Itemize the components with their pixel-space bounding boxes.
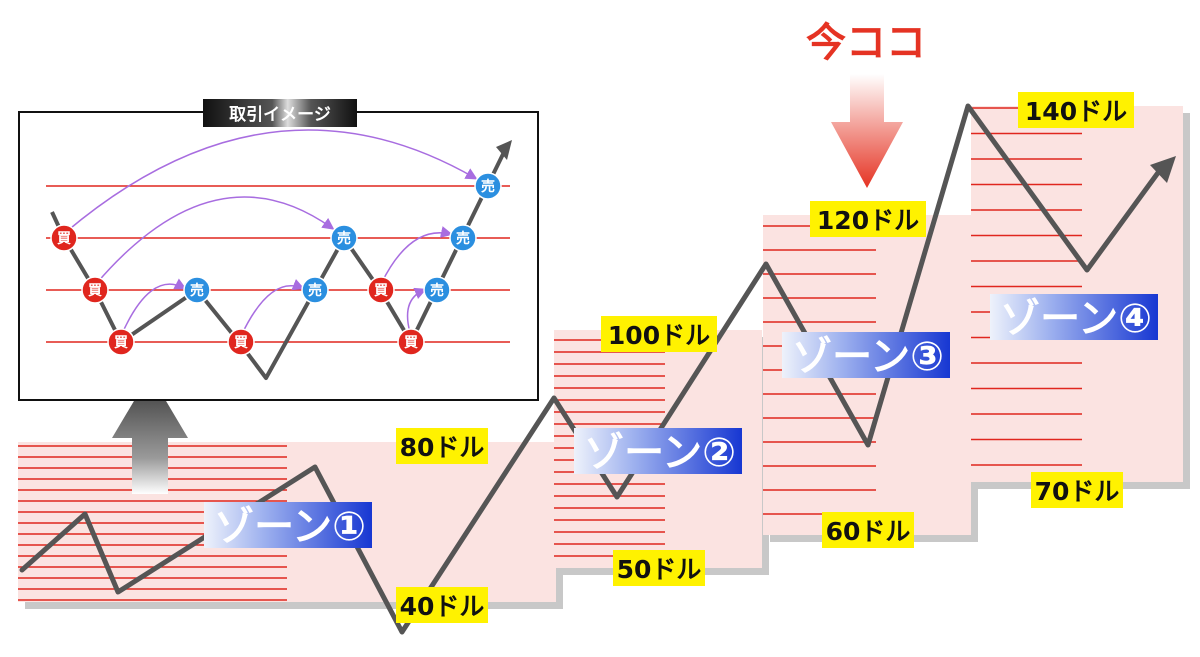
current-position-text: 今ココ <box>806 20 926 66</box>
zone-label-4-text: ゾーン④ <box>1000 296 1152 342</box>
zone-label-2: ゾーン② <box>574 428 742 476</box>
sell-badge: 売 <box>301 276 329 304</box>
zone-label-4: ゾーン④ <box>990 294 1158 342</box>
buy-badge-text: 買 <box>404 335 419 351</box>
zone-label-2-text: ゾーン② <box>584 430 736 476</box>
sell-badge-text: 売 <box>456 230 470 247</box>
trade-image-inset: 取引イメージ 買買買買買買売売売売売売 <box>18 99 539 401</box>
buy-badge-text: 買 <box>88 283 103 299</box>
zone-label-1-text: ゾーン① <box>214 504 366 550</box>
inset-title: 取引イメージ <box>203 99 357 127</box>
sell-badge: 売 <box>330 224 358 252</box>
inset-pointer-arrow <box>112 374 188 494</box>
price-label-80-text: 80ドル <box>400 433 485 462</box>
buy-badge: 買 <box>227 328 255 356</box>
price-label-120-text: 120ドル <box>817 206 919 235</box>
buy-badge-text: 買 <box>114 335 129 351</box>
price-label-50-text: 50ドル <box>617 555 702 584</box>
inset-title-text: 取引イメージ <box>229 105 331 125</box>
price-label-140: 140ドル <box>1018 92 1134 128</box>
sell-badge: 売 <box>449 224 477 252</box>
sell-badge: 売 <box>474 172 502 200</box>
price-label-100-text: 100ドル <box>608 321 710 350</box>
buy-badge: 買 <box>367 276 395 304</box>
zone-label-3: ゾーン③ <box>782 332 950 380</box>
price-label-140-text: 140ドル <box>1025 97 1127 126</box>
price-label-120: 120ドル <box>810 201 926 237</box>
price-label-60: 60ドル <box>822 512 914 548</box>
price-label-100: 100ドル <box>601 316 717 352</box>
price-label-40-text: 40ドル <box>400 592 485 621</box>
price-label-40: 40ドル <box>396 587 488 623</box>
inset-trade-badges: 買買買買買買売売売売売売 <box>50 172 502 356</box>
current-position-arrow <box>831 74 903 188</box>
sell-badge-text: 売 <box>337 230 351 247</box>
zone-label-1: ゾーン① <box>204 502 372 550</box>
sell-badge-text: 売 <box>481 178 495 195</box>
buy-badge: 買 <box>107 328 135 356</box>
buy-badge-text: 買 <box>234 335 249 351</box>
sell-badge-text: 売 <box>308 282 322 299</box>
buy-badge: 買 <box>50 224 78 252</box>
price-label-80: 80ドル <box>396 428 488 464</box>
sell-badge: 売 <box>423 276 451 304</box>
buy-badge-text: 買 <box>374 283 389 299</box>
sell-badge: 売 <box>183 276 211 304</box>
price-label-60-text: 60ドル <box>826 517 911 546</box>
buy-badge: 買 <box>397 328 425 356</box>
sell-badge-text: 売 <box>430 282 444 299</box>
buy-badge: 買 <box>81 276 109 304</box>
buy-badge-text: 買 <box>57 231 72 247</box>
price-label-50: 50ドル <box>613 550 705 586</box>
sell-badge-text: 売 <box>190 282 204 299</box>
price-path-arrowhead <box>1150 156 1176 183</box>
inset-price-arrowhead <box>496 140 512 160</box>
price-label-70: 70ドル <box>1031 472 1123 508</box>
price-label-70-text: 70ドル <box>1035 477 1120 506</box>
current-position-callout: 今ココ <box>806 20 926 188</box>
zone-label-3-text: ゾーン③ <box>792 334 944 380</box>
